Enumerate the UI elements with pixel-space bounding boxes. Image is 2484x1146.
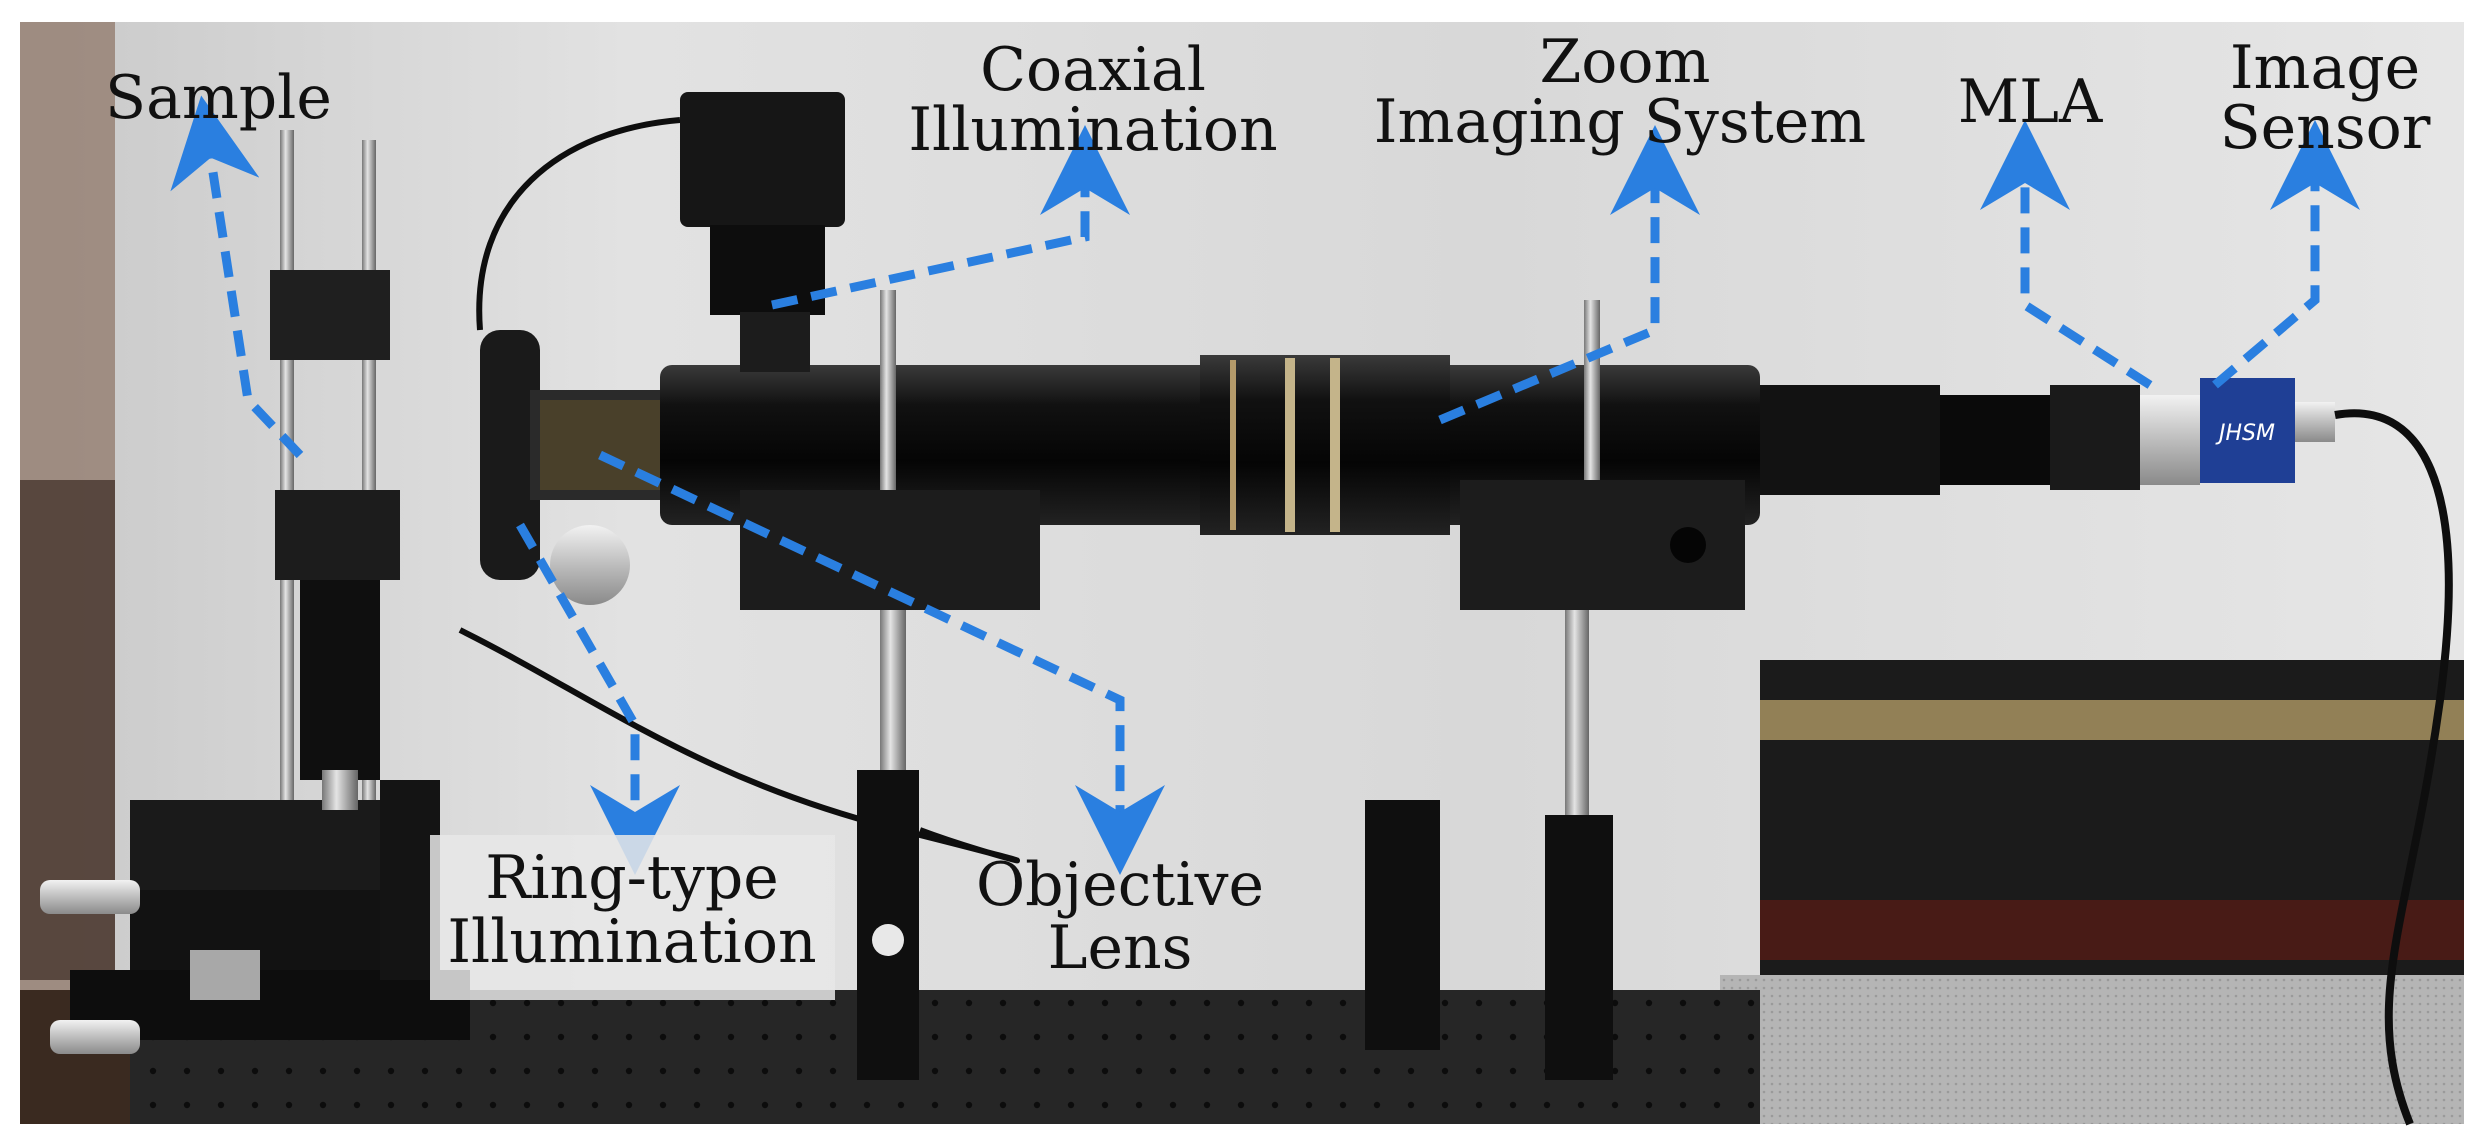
sample-rod-left xyxy=(280,130,294,800)
barrel-ring-3 xyxy=(1330,358,1340,532)
sample-post-holder xyxy=(300,580,380,780)
xyz-stage-top xyxy=(130,800,380,890)
post-left xyxy=(880,610,906,770)
coaxial-label-line1: Coaxial xyxy=(980,35,1206,105)
coaxial-beamsplitter xyxy=(740,312,810,372)
mla-label: MLA xyxy=(1958,67,2103,137)
mla-arrow xyxy=(1980,120,2153,389)
ring-label-backdrop xyxy=(430,835,835,1000)
sample-clamp-lower xyxy=(275,490,400,580)
camera-cable xyxy=(2334,409,2453,1126)
barrel-clamp-rod-left xyxy=(880,290,896,490)
labels-group: Sample Coaxial Illumination Zoom Imaging… xyxy=(105,27,2431,1000)
zoom-label-line2: Imaging System xyxy=(1374,87,1866,157)
objective-label-line1: Objective xyxy=(976,850,1264,920)
camera-connector xyxy=(2295,402,2335,442)
ring-label-line2: Illumination xyxy=(447,907,816,977)
mount-knob-right xyxy=(1670,527,1706,563)
background-red-box xyxy=(1760,900,2464,960)
zoom-label-line1: Zoom xyxy=(1540,27,1711,97)
image-sensor-arrow xyxy=(2212,120,2360,389)
mla-relay-lens xyxy=(1760,385,1940,495)
zoom-imaging-system-arrow xyxy=(1438,125,1700,425)
barrel-ring-1 xyxy=(1230,360,1236,530)
background-equipment-stripe xyxy=(1760,700,2464,740)
sensor-label-line2: Sensor xyxy=(2220,93,2431,163)
sample-post-base xyxy=(322,770,358,810)
mla-silver-ring xyxy=(2140,395,2200,485)
coaxial-light-head xyxy=(680,92,845,227)
post-right xyxy=(1565,610,1589,820)
mount-block-left xyxy=(740,490,1040,610)
barrel-clamp-rod-right xyxy=(1584,300,1600,490)
camera-brand-text: JHSM xyxy=(2215,421,2275,446)
micrometer-knob-2 xyxy=(50,1020,140,1054)
objective-lens-arrow xyxy=(598,450,1165,875)
sample-arrow xyxy=(170,95,304,459)
ring-label-line1: Ring-type xyxy=(485,843,779,913)
annotation-arrows xyxy=(170,95,2360,875)
coaxial-light-neck xyxy=(710,225,825,315)
ring-light-fitting xyxy=(550,525,630,605)
zoom-barrel-section xyxy=(1200,355,1450,535)
ring-light-housing xyxy=(480,330,540,580)
mla-tube xyxy=(1940,395,2050,485)
sensor-label-line1: Image xyxy=(2230,33,2420,103)
coaxial-light-cable xyxy=(476,117,681,331)
stage-label-plate xyxy=(190,950,260,1000)
barrel-ring-2 xyxy=(1285,358,1295,532)
ring-type-illumination-arrow xyxy=(516,522,680,875)
micrometer-knob-1 xyxy=(40,880,140,914)
objective-label-line2: Lens xyxy=(1048,913,1193,983)
sample-label: Sample xyxy=(105,63,332,133)
spare-post-holder xyxy=(1365,800,1440,1050)
post-holder-left-marker xyxy=(872,924,904,956)
post-holder-right xyxy=(1545,815,1613,1080)
sample-clamp-upper xyxy=(270,270,390,360)
fabric-cover xyxy=(1720,975,2464,1124)
coaxial-label-line2: Illumination xyxy=(908,95,1277,165)
coaxial-illumination-arrow xyxy=(771,125,1130,310)
mla-holder xyxy=(2050,385,2140,490)
image-sensor-camera xyxy=(2200,378,2295,483)
